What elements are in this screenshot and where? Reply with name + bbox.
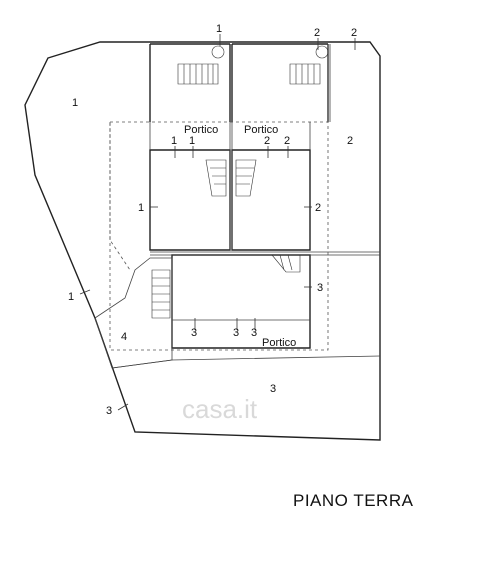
label-portico-bottom: Portico	[262, 337, 296, 349]
unit-1-rooms	[149, 149, 231, 251]
label-portico-left: Portico	[184, 124, 218, 136]
unit-2-rooms	[231, 149, 311, 251]
label-portico-right-2b: 2	[284, 135, 290, 147]
label-left-3: 3	[106, 405, 112, 417]
label-zone-2: 2	[347, 135, 353, 147]
label-room-2: 2	[315, 202, 321, 214]
stair-top-right	[289, 45, 329, 85]
label-portico-left-1b: 1	[189, 135, 195, 147]
label-portico-right-2a: 2	[264, 135, 270, 147]
label-top-1: 1	[216, 23, 222, 35]
label-bottom-3c: 3	[251, 327, 257, 339]
leader-lines	[79, 34, 356, 411]
label-bottom-3b: 3	[233, 327, 239, 339]
label-left-1: 1	[68, 291, 74, 303]
stair-center	[205, 159, 257, 197]
portico-outline	[109, 121, 329, 351]
lot-boundary	[24, 41, 381, 441]
label-bottom-3a: 3	[191, 327, 197, 339]
stair-unit-3	[271, 254, 301, 273]
label-garden-3: 3	[270, 383, 276, 395]
unit-1-upper	[149, 43, 231, 122]
plan-title: PIANO TERRA	[293, 491, 414, 510]
label-portico-right: Portico	[244, 124, 278, 136]
label-room-1: 1	[138, 202, 144, 214]
stair-left	[151, 269, 171, 319]
unit-2-upper	[231, 43, 329, 122]
label-zone-4: 4	[121, 331, 127, 343]
label-side-3: 3	[317, 282, 323, 294]
watermark: casa.it	[182, 394, 258, 424]
label-portico-left-1a: 1	[171, 135, 177, 147]
label-top-2a: 2	[314, 27, 320, 39]
label-top-2b: 2	[351, 27, 357, 39]
zone-4-outline	[94, 257, 173, 369]
label-zone-1: 1	[72, 97, 78, 109]
stair-top-left	[177, 45, 225, 85]
